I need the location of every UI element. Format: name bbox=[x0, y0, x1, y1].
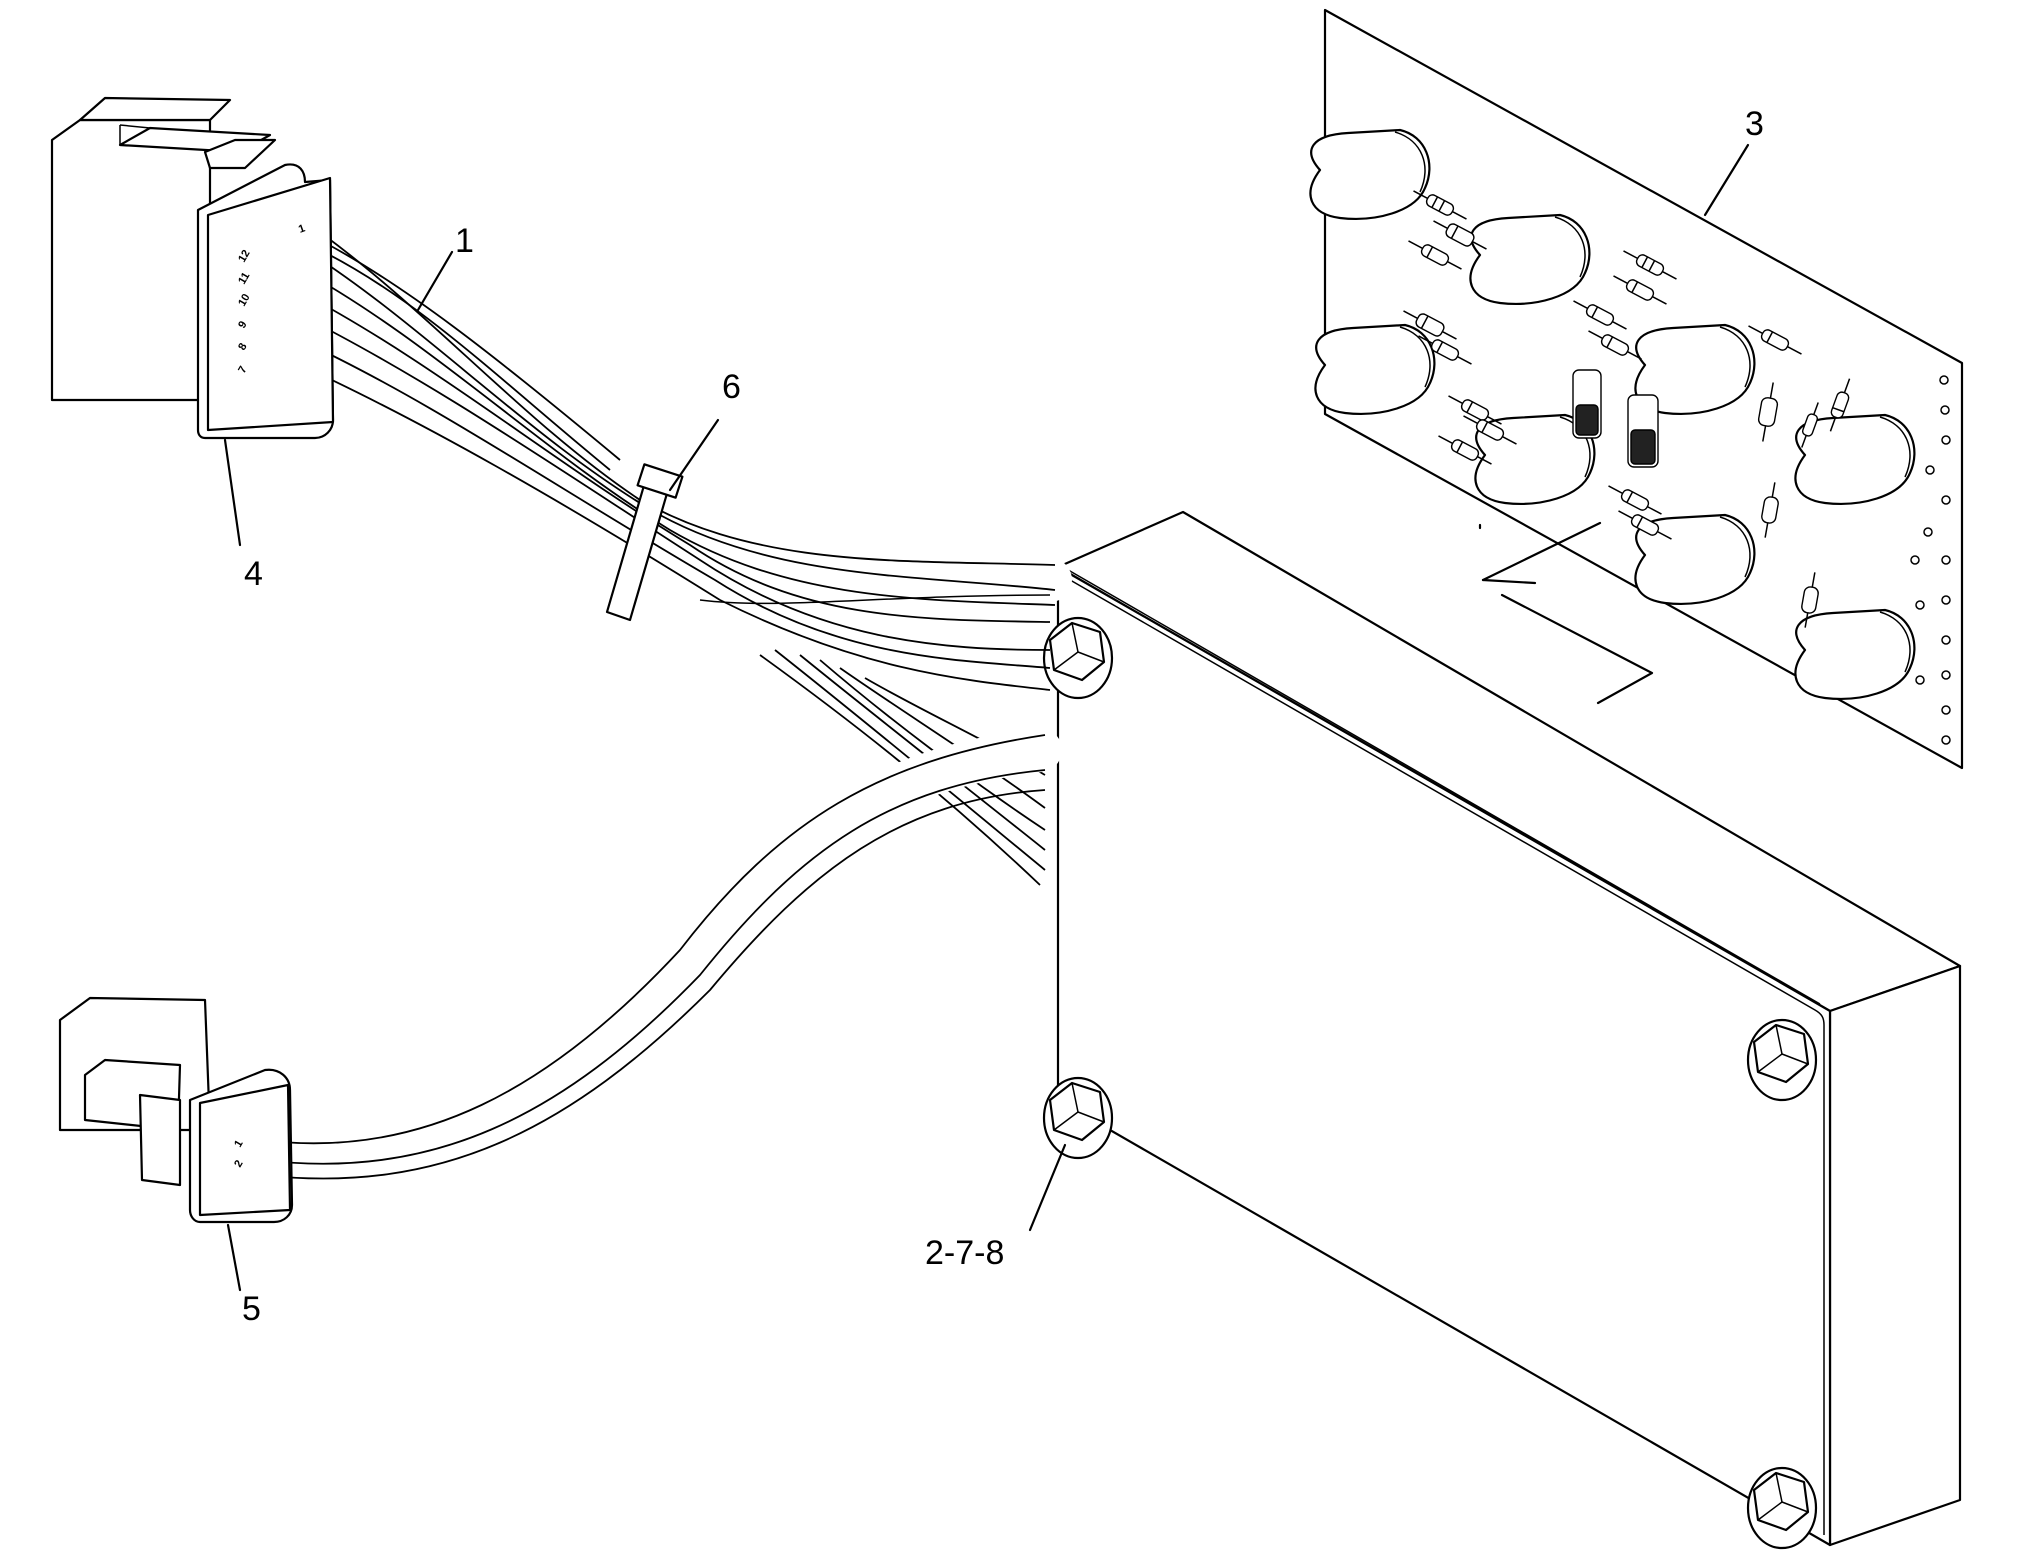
callout-5: 5 bbox=[242, 1290, 261, 1328]
connector-main: 1 12 11 10 9 8 7 bbox=[50, 96, 335, 440]
connector-main-pins: 1 12 11 10 9 8 7 bbox=[236, 222, 307, 375]
led-2 bbox=[1469, 213, 1591, 305]
callout-6: 6 bbox=[722, 368, 741, 406]
callout-1: 1 bbox=[455, 222, 474, 260]
bolt-bottom-left bbox=[1042, 1076, 1114, 1160]
circuit-board bbox=[1309, 8, 1964, 770]
board-components bbox=[1403, 190, 1851, 628]
bolt-top-left bbox=[1042, 616, 1114, 700]
bolt-top-right bbox=[1746, 1018, 1818, 1102]
housing bbox=[1056, 510, 1962, 1547]
svg-text:9: 9 bbox=[236, 319, 249, 330]
svg-text:12: 12 bbox=[236, 248, 253, 265]
svg-text:1: 1 bbox=[232, 1138, 245, 1149]
reference-bracket bbox=[1478, 521, 1654, 705]
led-8 bbox=[1794, 608, 1916, 700]
svg-text:1: 1 bbox=[297, 222, 307, 235]
callout-3: 3 bbox=[1745, 105, 1764, 143]
callout-2-7-8: 2-7-8 bbox=[925, 1234, 1004, 1272]
svg-text:8: 8 bbox=[236, 341, 249, 352]
connector-small: 1 2 bbox=[58, 996, 294, 1224]
callout-4: 4 bbox=[244, 555, 263, 593]
leader-lines bbox=[223, 143, 1750, 1292]
svg-text:2: 2 bbox=[232, 1158, 245, 1169]
svg-text:11: 11 bbox=[236, 270, 252, 286]
bolt-bottom-right bbox=[1746, 1466, 1818, 1550]
led-1 bbox=[1309, 128, 1431, 220]
led-7 bbox=[1634, 513, 1756, 605]
wire-harness bbox=[253, 213, 1072, 1180]
svg-text:10: 10 bbox=[236, 292, 253, 309]
led-3 bbox=[1314, 323, 1436, 415]
svg-text:7: 7 bbox=[236, 364, 249, 375]
